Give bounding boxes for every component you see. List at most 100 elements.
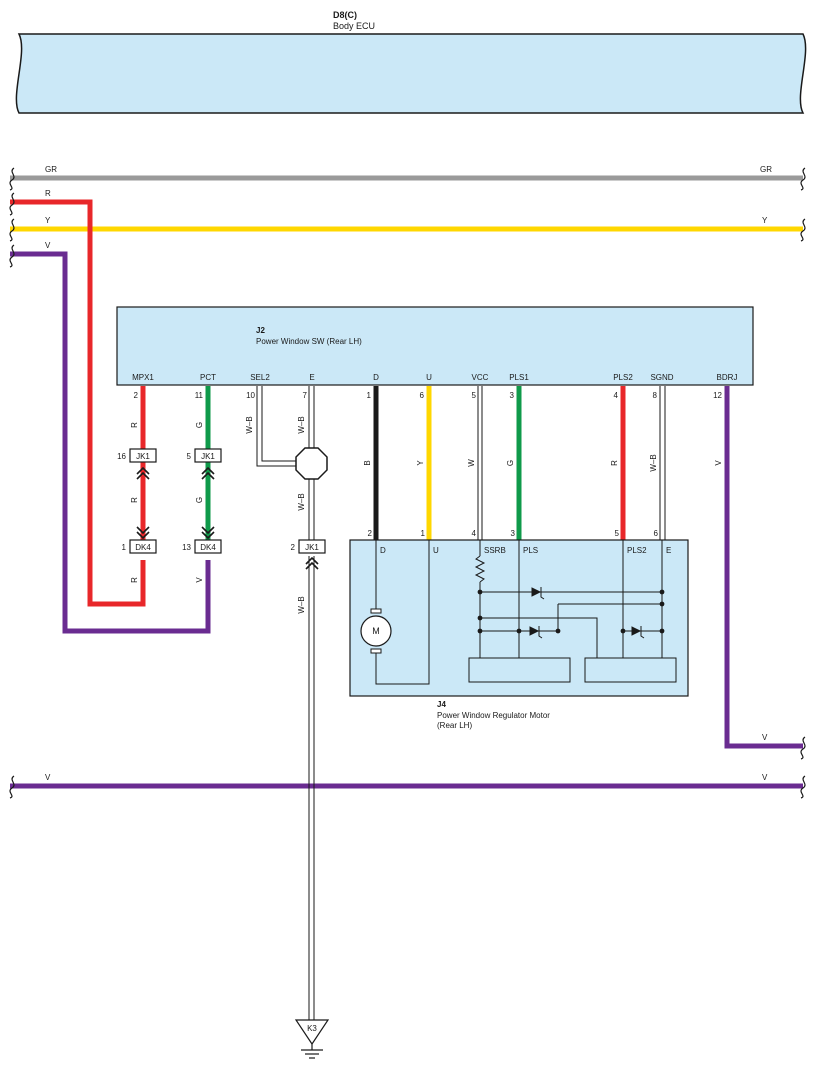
wirelabel-pls1: G xyxy=(506,460,515,466)
connector-jk1-b: JK1 5 xyxy=(187,448,222,480)
wirelabel-sgnd: W–B xyxy=(649,454,658,471)
label-v-left: V xyxy=(45,241,51,250)
motor-icon xyxy=(360,615,392,647)
switch-box xyxy=(116,306,754,386)
ecu-box xyxy=(15,33,807,114)
wire-r-mpx1 xyxy=(10,199,146,607)
wire-v-bdrj xyxy=(724,386,803,749)
motor-terminal-ssrb: SSRB xyxy=(484,546,506,555)
pin-vcc: 5 xyxy=(472,391,477,400)
wire-break-marks xyxy=(9,167,806,799)
terminal-d: D xyxy=(373,373,379,382)
connector-jk1-b-label: JK1 xyxy=(201,452,215,461)
wire-sel2 xyxy=(256,386,300,467)
connector-jk1-a: JK1 16 xyxy=(117,448,157,480)
pin-pls1: 3 xyxy=(510,391,515,400)
wirelabel-mpx1-upper: R xyxy=(130,422,139,428)
label-y-right: Y xyxy=(762,216,768,225)
junction-splice xyxy=(295,447,328,480)
motor-terminal-d: D xyxy=(380,546,386,555)
wire-vcc xyxy=(477,386,483,540)
motor-code: J4 xyxy=(437,700,446,709)
connector-jk1-c-pin: 2 xyxy=(291,543,296,552)
terminal-pct: PCT xyxy=(200,373,216,382)
chevron-up-icon xyxy=(136,466,150,480)
pin-d: 1 xyxy=(367,391,372,400)
wirelabel-pct-lower: V xyxy=(195,577,204,583)
connector-jk1-c-label: JK1 xyxy=(305,543,319,552)
motor-pin-u: 1 xyxy=(421,529,426,538)
wirelabel-d: B xyxy=(363,460,372,465)
pin-sgnd: 8 xyxy=(653,391,658,400)
connector-jk1-a-label: JK1 xyxy=(136,452,150,461)
pin-pls2: 4 xyxy=(614,391,619,400)
wirelabel-pct-mid: G xyxy=(195,497,204,503)
wirelabel-e-lower: W–B xyxy=(297,596,306,613)
terminal-sgnd: SGND xyxy=(650,373,673,382)
connector-dk4-a-label: DK4 xyxy=(135,543,151,552)
pin-bdrj: 12 xyxy=(713,391,722,400)
ground-connector-triangle xyxy=(294,1019,330,1046)
motor-pin-pls2: 5 xyxy=(615,529,620,538)
motor-name-line1: Power Window Regulator Motor xyxy=(437,711,550,720)
switch-terminal-labels: MPX1 PCT SEL2 E D U VCC PLS1 PLS2 SGND B… xyxy=(132,373,737,382)
wirelabel-pct-upper: G xyxy=(195,422,204,428)
terminal-vcc: VCC xyxy=(472,373,489,382)
junction-dots xyxy=(477,589,665,634)
pin-pct: 11 xyxy=(195,391,204,400)
terminal-bdrj: BDRJ xyxy=(717,373,738,382)
ecu-name: Body ECU xyxy=(333,21,375,31)
label-gr-left: GR xyxy=(45,165,57,174)
wirelabel-e-upper: W–B xyxy=(297,416,306,433)
label-y-left: Y xyxy=(45,216,51,225)
motor-terminal-e: E xyxy=(666,546,671,555)
ground-icon xyxy=(301,1044,323,1059)
wirelabel-vcc: W xyxy=(467,459,476,467)
connector-jk1-a-pin: 16 xyxy=(117,452,126,461)
label-r-left: R xyxy=(45,189,51,198)
wirelabel-u: Y xyxy=(416,460,425,466)
motor-terminal-u: U xyxy=(433,546,439,555)
motor-diodes xyxy=(529,587,645,639)
wire-e xyxy=(308,386,315,1020)
connector-jk1-b-pin: 5 xyxy=(187,452,192,461)
motor-symbol-label: M xyxy=(372,626,380,636)
motor-pin-d: 2 xyxy=(368,529,373,538)
pin-u: 6 xyxy=(420,391,425,400)
motor-pin-ssrb: 4 xyxy=(472,529,477,538)
terminal-mpx1: MPX1 xyxy=(132,373,154,382)
terminal-e: E xyxy=(309,373,314,382)
wirelabel-bdrj: V xyxy=(714,460,723,466)
wire-v-pct xyxy=(10,251,211,634)
wire-color-labels: R R R G G V W–B W–B W–B W–B B Y W G R W–… xyxy=(130,416,723,613)
label-gr-right: GR xyxy=(760,165,772,174)
label-v-bdrj-right: V xyxy=(762,733,768,742)
wirelabel-sel2: W–B xyxy=(245,416,254,433)
terminal-u: U xyxy=(426,373,432,382)
connector-dk4-b-pin: 13 xyxy=(182,543,191,552)
connector-dk4-a: DK4 1 xyxy=(122,526,157,554)
motor-terminal-pls: PLS xyxy=(523,546,538,555)
motor-terminal-pls2: PLS2 xyxy=(627,546,647,555)
label-v-bottom-right: V xyxy=(762,773,768,782)
pin-sel2: 10 xyxy=(246,391,255,400)
ground-code: K3 xyxy=(307,1024,317,1033)
ecu-code: D8(C) xyxy=(333,10,357,20)
chevron-up-icon xyxy=(305,556,319,570)
wirelabel-pls2: R xyxy=(610,460,619,466)
chevron-down-icon xyxy=(136,526,150,540)
wirelabel-e-mid: W–B xyxy=(297,493,306,510)
terminal-sel2: SEL2 xyxy=(250,373,270,382)
label-v-bottom-left: V xyxy=(45,773,51,782)
motor-terminal-labels: D U SSRB PLS PLS2 E xyxy=(380,546,671,555)
pin-mpx1: 2 xyxy=(134,391,139,400)
pin-e: 7 xyxy=(303,391,308,400)
wire-sgnd xyxy=(659,386,666,540)
ground-k3: K3 xyxy=(294,1019,330,1059)
switch-code: J2 xyxy=(256,326,265,335)
chevron-up-icon xyxy=(201,466,215,480)
switch-name: Power Window SW (Rear LH) xyxy=(256,337,362,346)
switch-pin-numbers: 2 11 10 7 1 6 5 3 4 8 12 xyxy=(134,391,723,400)
terminal-pls1: PLS1 xyxy=(509,373,529,382)
